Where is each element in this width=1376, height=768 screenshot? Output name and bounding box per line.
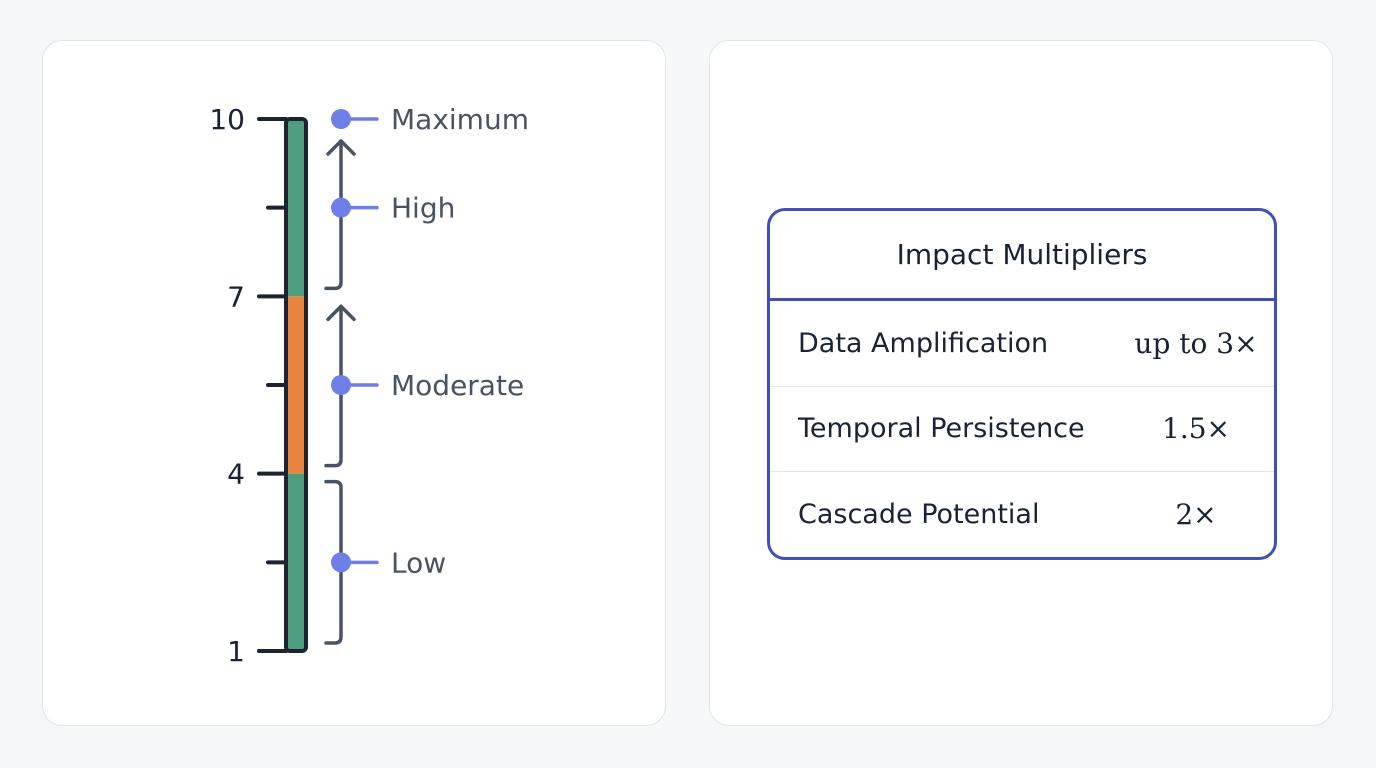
row-label-temporal-persistence: Temporal Persistence (798, 413, 1085, 445)
arrow-up-icon (326, 139, 356, 156)
row-value-data-amplification: up to 3× (1134, 326, 1258, 360)
level-label-high: High (391, 192, 455, 225)
row-value-temporal-persistence: 1.5× (1162, 412, 1230, 446)
tick-label: 7 (227, 280, 245, 313)
impact-multipliers-table: Impact Multipliers Data Amplification up… (767, 208, 1277, 560)
tick-label: 1 (227, 635, 245, 668)
table-row: Cascade Potential 2× (770, 472, 1274, 557)
level-dot-low (331, 552, 351, 573)
row-label-cascade-potential: Cascade Potential (798, 499, 1040, 531)
scale-segment-2 (286, 473, 306, 651)
multipliers-panel: Impact Multipliers Data Amplification up… (709, 40, 1333, 726)
level-label-maximum: Maximum (391, 103, 529, 136)
bracket-high (324, 139, 343, 291)
row-value-cascade-potential: 2× (1175, 498, 1217, 532)
level-dot-maximum (331, 109, 351, 129)
tick-label: 10 (209, 103, 245, 136)
bracket-moderate (324, 304, 343, 468)
arrow-up-icon (326, 304, 356, 322)
scale-segment-1 (286, 296, 306, 474)
table-row: Temporal Persistence 1.5× (770, 387, 1274, 472)
tick-label: 4 (227, 458, 245, 491)
level-label-moderate: Moderate (391, 369, 524, 402)
level-label-low: Low (391, 546, 446, 579)
table-row: Data Amplification up to 3× (770, 301, 1274, 387)
level-dot-high (331, 197, 351, 218)
table-title: Impact Multipliers (770, 211, 1274, 301)
level-dot-moderate (331, 375, 351, 395)
scale-segment-0 (286, 119, 306, 297)
row-label-data-amplification: Data Amplification (798, 327, 1049, 359)
